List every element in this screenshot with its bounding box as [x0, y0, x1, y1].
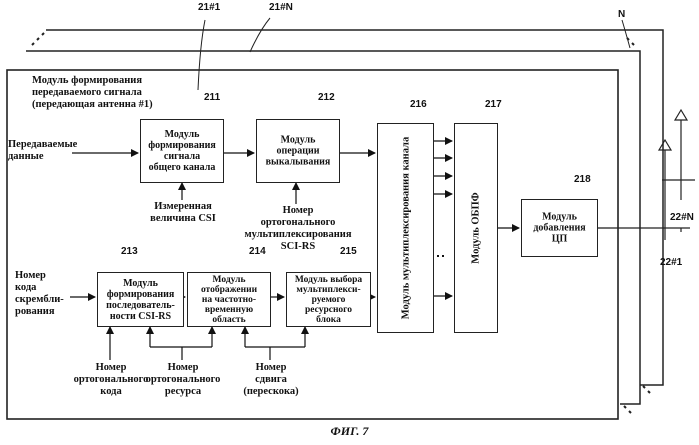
block-ifft: Модуль ОБПФ [454, 123, 498, 333]
figure-caption: ФИГ. 7 [0, 424, 699, 439]
block-cp-add: Модуль добавления ЦП [521, 199, 598, 257]
block-mux-select-label: Модуль выбора мультиплекси- руемого ресу… [287, 275, 370, 325]
ref-213: 213 [121, 246, 138, 257]
block-common-channel-label: Модуль формирования сигнала общего канал… [141, 129, 223, 173]
ref-211: 211 [204, 92, 220, 103]
input-shift-number: Номер сдвига (перескока) [236, 362, 306, 398]
input-scirs-number: Номер ортогонального мультиплексирования… [240, 205, 356, 253]
block-channel-mux: Модуль мультиплексирования канала [377, 123, 434, 333]
input-orthogonal-resource: Номер ортогонального ресурса [138, 362, 228, 398]
block-puncturing: Модуль операции выкалывания [256, 119, 340, 183]
ref-217: 217 [485, 99, 502, 110]
ref-antenna-n: 22#N [670, 212, 694, 223]
ref-antenna-1: 22#1 [660, 257, 682, 268]
ref-frame-first: 21#1 [198, 2, 220, 13]
block-csirs-sequence: Модуль формирования последователь- ности… [97, 272, 184, 327]
block-ifft-label: Модуль ОБПФ [471, 192, 482, 263]
block-cp-add-label: Модуль добавления ЦП [522, 212, 597, 245]
block-common-channel: Модуль формирования сигнала общего канал… [140, 119, 224, 183]
block-mux-select: Модуль выбора мультиплекси- руемого ресу… [286, 272, 371, 327]
block-csirs-sequence-label: Модуль формирования последователь- ности… [98, 278, 183, 322]
input-tx-data: Передаваемые данные [8, 139, 77, 163]
frame-title: Модуль формирования передаваемого сигнал… [32, 75, 153, 111]
ref-212: 212 [318, 92, 335, 103]
ref-n: N [618, 9, 625, 20]
block-puncturing-label: Модуль операции выкалывания [257, 135, 339, 168]
input-scrambling-code: Номер кода скрембли- рования [15, 270, 64, 318]
ref-frame-last: 21#N [269, 2, 293, 13]
block-tf-mapping: Модуль отображении на частотно- временну… [187, 272, 271, 327]
block-channel-mux-label: Модуль мультиплексирования канала [400, 137, 411, 319]
block-tf-mapping-label: Модуль отображении на частотно- временну… [188, 275, 270, 325]
input-csi: Измеренная величина CSI [142, 201, 224, 225]
ref-218: 218 [574, 174, 591, 185]
ref-216: 216 [410, 99, 427, 110]
